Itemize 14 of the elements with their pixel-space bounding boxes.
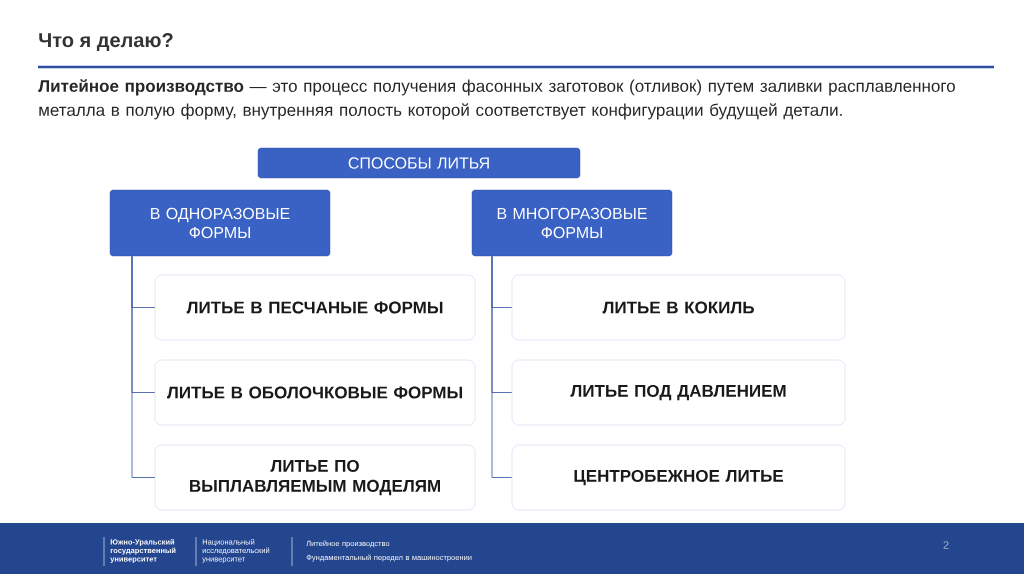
heading-box: В ОДНОРАЗОВЫЕ ФОРМЫ xyxy=(109,189,331,257)
heading-box: В МНОГОРАЗОВЫЕ ФОРМЫ xyxy=(471,189,673,257)
category-box: ЛИТЬЕ В КОКИЛЬ xyxy=(511,274,846,341)
category-box: ЛИТЬЕ В ПЕСЧАНЫЕ ФОРМЫ xyxy=(154,274,476,341)
paragraph: Литейное производство — это процесс получения фасонных заготовок (отливок) путем заливки расплавленного металла в полую форму, внутренняя полость которой соответствует конфигурации будущей детали. xyxy=(38,79,955,120)
page-number: 2 xyxy=(943,541,949,549)
category-box: ЦЕНТРОБЕЖНОЕ ЛИТЬЕ xyxy=(511,444,846,511)
connector xyxy=(491,255,513,478)
heading-box: СПОСОБЫ ЛИТЬЯ xyxy=(257,147,581,179)
category-box: ЛИТЬЕ ПОД ДАВЛЕНИЕМ xyxy=(511,359,846,426)
title: Что я делаю? xyxy=(39,33,173,51)
category-box: ЛИТЬЕ ПО ВЫПЛАВЛЯЕМЫМ МОДЕЛЯМ xyxy=(154,444,476,511)
category-box: ЛИТЬЕ В ОБОЛОЧКОВЫЕ ФОРМЫ xyxy=(154,359,476,426)
connector xyxy=(131,255,156,478)
